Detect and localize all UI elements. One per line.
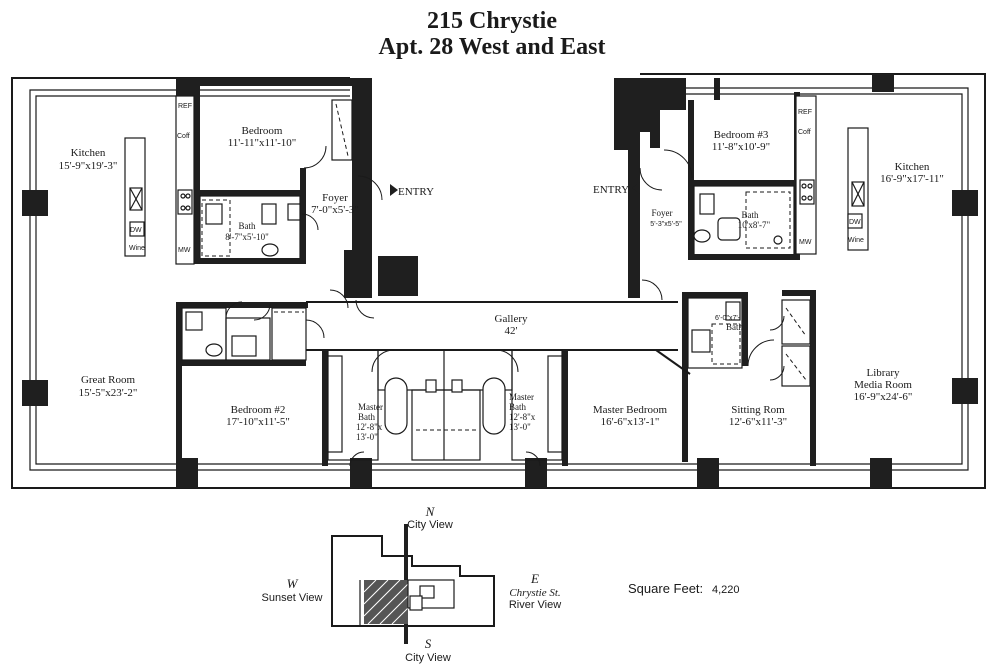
bath-east-name: Bath (742, 210, 759, 220)
east-view-1: Chrystie St. (509, 587, 560, 599)
room-labels: Kitchen 15'-9"x19'-3" Bedroom 11'-11"x11… (59, 125, 944, 442)
title-line-2: Apt. 28 West and East (379, 34, 606, 60)
east-ref-label: REF (798, 109, 812, 116)
bedroom-2-fixtures (185, 301, 325, 357)
bath-small-name: Bath (726, 322, 743, 332)
square-feet-value: 4,220 (712, 584, 740, 596)
kitchen-east-dim: 16'-9"x17'-11" (880, 173, 944, 185)
entry-west-label: ENTRY (398, 186, 434, 198)
west-mw-label: MW (178, 247, 191, 254)
kitchen-east-name: Kitchen (895, 161, 930, 173)
bath-west-dim: 8'-7"x5'-10" (225, 232, 269, 242)
sitting-room-dim: 12'-6"x11'-3" (729, 416, 787, 428)
bath-west-name: Bath (239, 221, 256, 231)
great-room-dim: 15'-5"x23'-2" (79, 387, 138, 399)
master-bedroom-dim: 16'-6"x13'-1" (601, 416, 660, 428)
bath-west-fixtures (201, 145, 327, 257)
east-wine-label: Wine (848, 237, 864, 244)
library-l1: Library (867, 367, 900, 379)
bedroom-west-name: Bedroom (242, 125, 283, 137)
foyer-west-name: Foyer (322, 192, 348, 204)
outer-walls (11, 73, 986, 489)
master-bedroom-name: Master Bedroom (593, 404, 668, 416)
master-bath-right-l2: Bath (509, 402, 526, 412)
columns (22, 74, 978, 488)
bath-east-dim: 10'x8'-7" (738, 220, 771, 230)
kitchen-west-name: Kitchen (71, 147, 106, 159)
library-dim: 16'-9"x24'-6" (854, 391, 913, 403)
master-bath-left-l1: Master (358, 402, 383, 412)
bedroom-3-dim: 11'-8"x10'-9" (712, 141, 770, 153)
west-wine-label: Wine (129, 245, 145, 252)
south-view: City View (405, 652, 451, 664)
entry-east-label: ENTRY (593, 184, 629, 196)
kitchen-west-dim: 15'-9"x19'-3" (59, 160, 118, 172)
key-plan-unit-highlight (364, 580, 408, 624)
sitting-room-name: Sitting Rom (731, 404, 785, 416)
master-bath-walls (322, 349, 568, 467)
master-bath-right-l4: 13'-0" (509, 422, 531, 432)
bedroom-2-name: Bedroom #2 (231, 404, 286, 416)
library-l2: Media Room (854, 379, 912, 391)
master-bath-right-l3: 12'-8"x (509, 412, 536, 422)
east-view-2: River View (509, 599, 561, 611)
east-coff-label: Coff (798, 129, 811, 136)
bedroom-west-dim: 11'-11"x11'-10" (228, 137, 297, 149)
foyer-east-dim: 5'-3"x5'-5" (650, 221, 682, 228)
gallery-name: Gallery (495, 313, 528, 325)
master-bath-left-l2: Bath (358, 412, 375, 422)
east-mw-label: MW (799, 239, 812, 246)
master-bath-left-l3: 12'-8"x (356, 422, 383, 432)
west-dw-label: DW (130, 227, 142, 234)
east-dw-label: DW (849, 219, 861, 226)
foyer-east-name: Foyer (652, 208, 673, 218)
kitchen-west-fixtures (124, 95, 195, 265)
master-bath-left-l4: 13'-0" (356, 432, 378, 442)
west-ref-label: REF (178, 103, 192, 110)
compass-east: E (530, 571, 539, 586)
west-unit-walls (176, 78, 678, 466)
bedroom-2-dim: 17'-10"x11'-5" (226, 416, 290, 428)
bath-small-dim: 6'-0"x7'- (715, 315, 741, 322)
compass-south: S (425, 636, 432, 651)
west-view: Sunset View (262, 592, 323, 604)
key-plan (331, 524, 495, 644)
title-line-1: 215 Chrystie (427, 8, 557, 34)
west-coff-label: Coff (177, 133, 190, 140)
east-fixtures (632, 95, 869, 381)
foyer-west-dim: 7'-0"x5'-3" (311, 204, 359, 216)
compass-west: W (287, 576, 299, 591)
north-view: City View (407, 519, 453, 531)
great-room-name: Great Room (81, 374, 136, 386)
master-bath-right-l1: Master (509, 392, 534, 402)
compass-north: N (425, 504, 436, 519)
foyer-west-door (329, 99, 398, 319)
bedroom-3-name: Bedroom #3 (714, 129, 769, 141)
gallery-dim: 42' (505, 325, 518, 337)
square-feet-label: Square Feet: (628, 581, 703, 596)
